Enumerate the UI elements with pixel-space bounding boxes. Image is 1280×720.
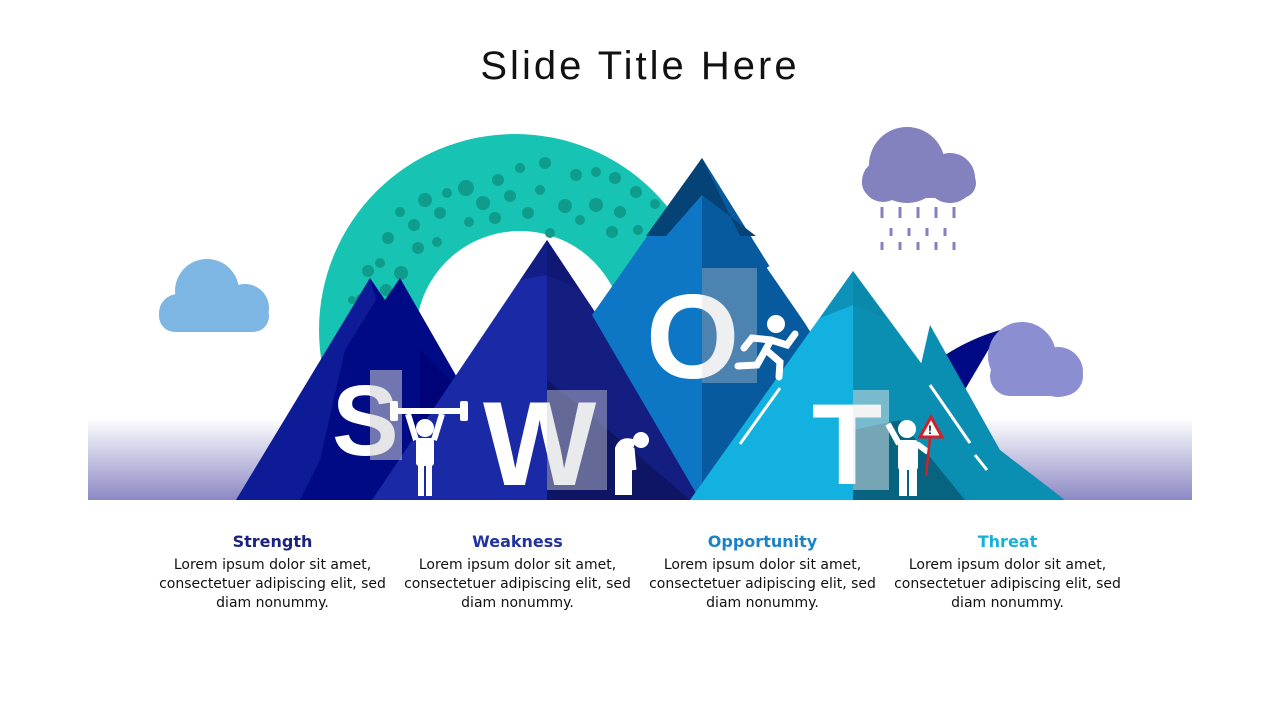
- rain-cloud-icon: [862, 127, 976, 250]
- warning-sign-person-icon: !: [885, 413, 945, 496]
- cloud-right-icon: [988, 322, 1083, 397]
- opportunity-column: Opportunity Lorem ipsum dolor sit amet, …: [640, 532, 885, 613]
- threat-title: Threat: [977, 532, 1038, 551]
- weakness-column: Weakness Lorem ipsum dolor sit amet, con…: [395, 532, 640, 613]
- cloud-left-icon: [159, 259, 269, 332]
- svg-text:!: !: [928, 423, 932, 437]
- letter-w: W: [483, 377, 597, 511]
- strength-body: Lorem ipsum dolor sit amet, consectetuer…: [159, 557, 386, 611]
- slide-title: Slide Title Here: [480, 44, 800, 88]
- strength-title: Strength: [232, 532, 313, 551]
- threat-column: Threat Lorem ipsum dolor sit amet, conse…: [885, 532, 1130, 613]
- letter-o: O: [646, 270, 739, 404]
- running-person-icon: [734, 315, 799, 381]
- weakness-title: Weakness: [472, 532, 563, 551]
- opportunity-title: Opportunity: [707, 532, 818, 551]
- weakness-body: Lorem ipsum dolor sit amet, consectetuer…: [404, 557, 631, 611]
- strength-column: Strength Lorem ipsum dolor sit amet, con…: [150, 532, 395, 613]
- opportunity-body: Lorem ipsum dolor sit amet, consectetuer…: [649, 557, 876, 611]
- weightlifter-icon: [390, 401, 468, 496]
- tired-person-icon: [615, 432, 649, 495]
- threat-body: Lorem ipsum dolor sit amet, consectetuer…: [894, 557, 1121, 611]
- swot-labels: Strength Lorem ipsum dolor sit amet, con…: [150, 532, 1130, 613]
